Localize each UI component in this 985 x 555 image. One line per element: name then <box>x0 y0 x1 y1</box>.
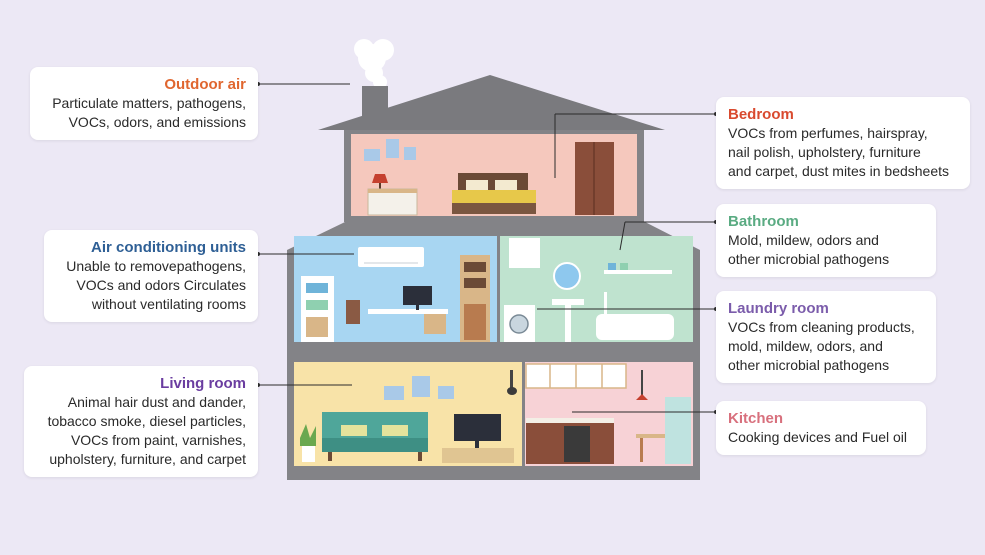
laundry-room-line-1: VOCs from cleaning products, <box>728 319 915 335</box>
living-room-card: Living room Animal hair dust and dander,… <box>24 366 258 477</box>
kitchen-title: Kitchen <box>728 410 784 427</box>
bedroom-title: Bedroom <box>728 106 794 123</box>
bathroom-fixtures <box>504 238 674 342</box>
living-room-line-3: VOCs from paint, varnishes, <box>70 432 246 448</box>
bathroom-line-1: Mold, mildew, odors and <box>728 232 879 248</box>
air-conditioning-title: Air conditioning units <box>91 239 246 256</box>
laundry-room-line-3: other microbial pathogens <box>728 357 890 373</box>
bedroom-furniture <box>364 139 614 216</box>
roof <box>318 75 665 130</box>
outdoor-air-card: Outdoor air Particulate matters, pathoge… <box>30 67 258 140</box>
air-conditioning-line-1: Unable to removepathogens, <box>66 258 246 274</box>
leader-lines <box>258 83 716 413</box>
laundry-room-line-2: mold, mildew, odors, and <box>728 338 883 354</box>
bathroom-title: Bathroom <box>728 213 799 230</box>
kitchen-card: Kitchen Cooking devices and Fuel oil <box>716 401 926 455</box>
outdoor-air-line-2: VOCs, odors, and emissions <box>68 114 246 130</box>
living-room-line-4: upholstery, furniture, and carpet <box>49 451 246 467</box>
laundry-room-card: Laundry room VOCs from cleaning products… <box>716 291 936 383</box>
outdoor-air-title: Outdoor air <box>164 76 246 93</box>
living-room-title: Living room <box>160 375 246 392</box>
kitchen-line-1: Cooking devices and Fuel oil <box>728 429 907 445</box>
chimney-smoke <box>354 39 394 89</box>
laundry-room-title: Laundry room <box>728 300 829 317</box>
bathroom-card: Bathroom Mold, mildew, odors and other m… <box>716 204 936 277</box>
air-conditioning-card: Air conditioning units Unable to removep… <box>44 230 258 322</box>
office-furniture <box>301 247 490 342</box>
bedroom-line-3: and carpet, dust mites in bedsheets <box>728 163 950 179</box>
bathroom-line-2: other microbial pathogens <box>728 251 890 267</box>
air-conditioning-line-2: VOCs and odors Circulates <box>76 277 246 293</box>
bedroom-line-2: nail polish, upholstery, furniture <box>728 144 921 160</box>
living-room-line-2: tobacco smoke, diesel particles, <box>47 413 246 429</box>
outdoor-air-line-1: Particulate matters, pathogens, <box>52 95 246 111</box>
bedroom-card: Bedroom VOCs from perfumes, hairspray, n… <box>716 97 970 189</box>
kitchen-furniture <box>525 363 691 464</box>
bedroom-line-1: VOCs from perfumes, hairspray, <box>728 125 928 141</box>
living-room-line-1: Animal hair dust and dander, <box>67 394 246 410</box>
living-room-furniture <box>300 370 517 463</box>
air-conditioning-line-3: without ventilating rooms <box>91 296 246 312</box>
